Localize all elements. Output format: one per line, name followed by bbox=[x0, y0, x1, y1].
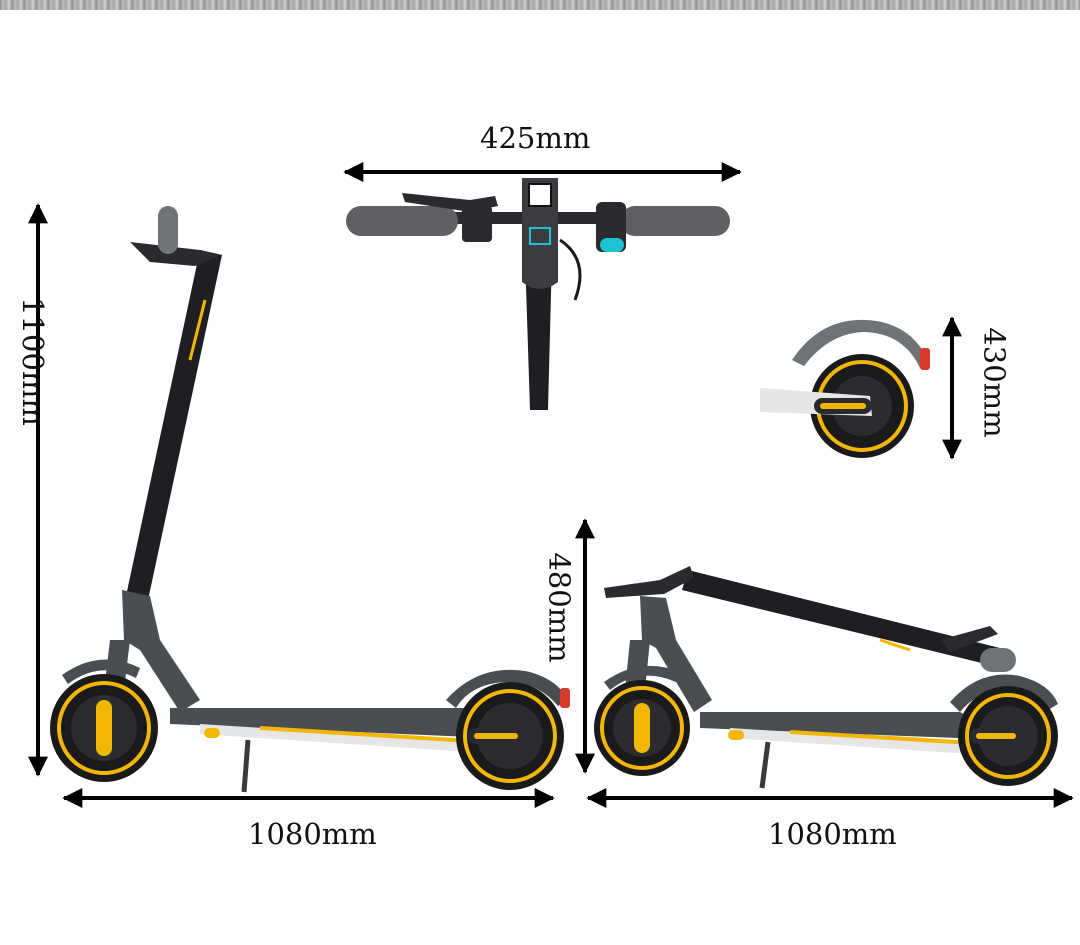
unfolded-grip bbox=[158, 206, 178, 254]
folded-deck-side-light bbox=[728, 730, 744, 740]
folded-column-accent bbox=[879, 638, 911, 652]
right-grip bbox=[620, 206, 730, 236]
closeup-reflector-stripe bbox=[820, 403, 866, 409]
front-fender bbox=[62, 659, 140, 684]
throttle-button bbox=[600, 238, 624, 252]
rear-reflector-stripe bbox=[474, 733, 518, 739]
closeup-fender bbox=[792, 319, 928, 368]
folded-rear-fender bbox=[950, 674, 1058, 712]
deck-trim bbox=[200, 724, 540, 756]
folded-fork-upper bbox=[640, 596, 712, 712]
folded-deck-trim bbox=[730, 728, 1010, 756]
unfolded-length-label: 1080mm bbox=[248, 817, 377, 851]
speed-readout bbox=[529, 227, 551, 245]
stem bbox=[525, 255, 552, 410]
folded-brake-lever bbox=[940, 626, 998, 652]
rear-rim-stripe bbox=[463, 689, 557, 783]
kickstand bbox=[241, 739, 251, 793]
folded-handlebar-front bbox=[604, 566, 694, 598]
unfolded-handlebar bbox=[130, 242, 222, 266]
front-rim-stripe bbox=[57, 681, 151, 775]
rear-tail-light bbox=[560, 688, 570, 708]
rear-fender bbox=[446, 669, 568, 708]
fork-upper bbox=[122, 590, 200, 712]
deck-side-light bbox=[204, 728, 220, 738]
folded-kickstand bbox=[759, 741, 771, 789]
deck bbox=[170, 708, 540, 740]
dimension-arrows bbox=[28, 162, 1074, 808]
folded-deck-stripe bbox=[789, 730, 991, 746]
bell-block bbox=[462, 206, 492, 242]
wheel-closeup bbox=[760, 319, 930, 458]
folded-front-fender bbox=[604, 665, 680, 690]
brake-cable bbox=[559, 238, 582, 301]
folded-deck bbox=[700, 712, 1010, 740]
column-accent bbox=[188, 299, 207, 361]
texture-strip bbox=[0, 0, 1080, 10]
total-height-label: 1100mm bbox=[15, 297, 50, 426]
folded-rear-reflector-stripe bbox=[976, 733, 1016, 739]
handlebar-closeup bbox=[346, 178, 730, 410]
folded-height-label: 480mm bbox=[542, 552, 577, 663]
folded-column bbox=[682, 570, 1000, 666]
left-grip bbox=[346, 206, 458, 236]
folded-rear-rim-stripe bbox=[965, 693, 1051, 779]
wheel-diameter-label: 430mm bbox=[977, 327, 1012, 438]
handlebar-width-label: 425mm bbox=[480, 121, 591, 155]
folded-front-rim-stripe bbox=[600, 686, 684, 770]
scooter-unfolded bbox=[50, 206, 570, 793]
scooter-folded bbox=[594, 566, 1058, 789]
folded-grip bbox=[980, 648, 1016, 672]
folded-length-label: 1080mm bbox=[768, 817, 897, 851]
closeup-tail-light bbox=[920, 348, 930, 370]
front-reflector bbox=[96, 700, 112, 756]
qr-code bbox=[528, 183, 552, 207]
steering-column bbox=[126, 250, 222, 600]
folded-front-reflector bbox=[634, 703, 650, 753]
